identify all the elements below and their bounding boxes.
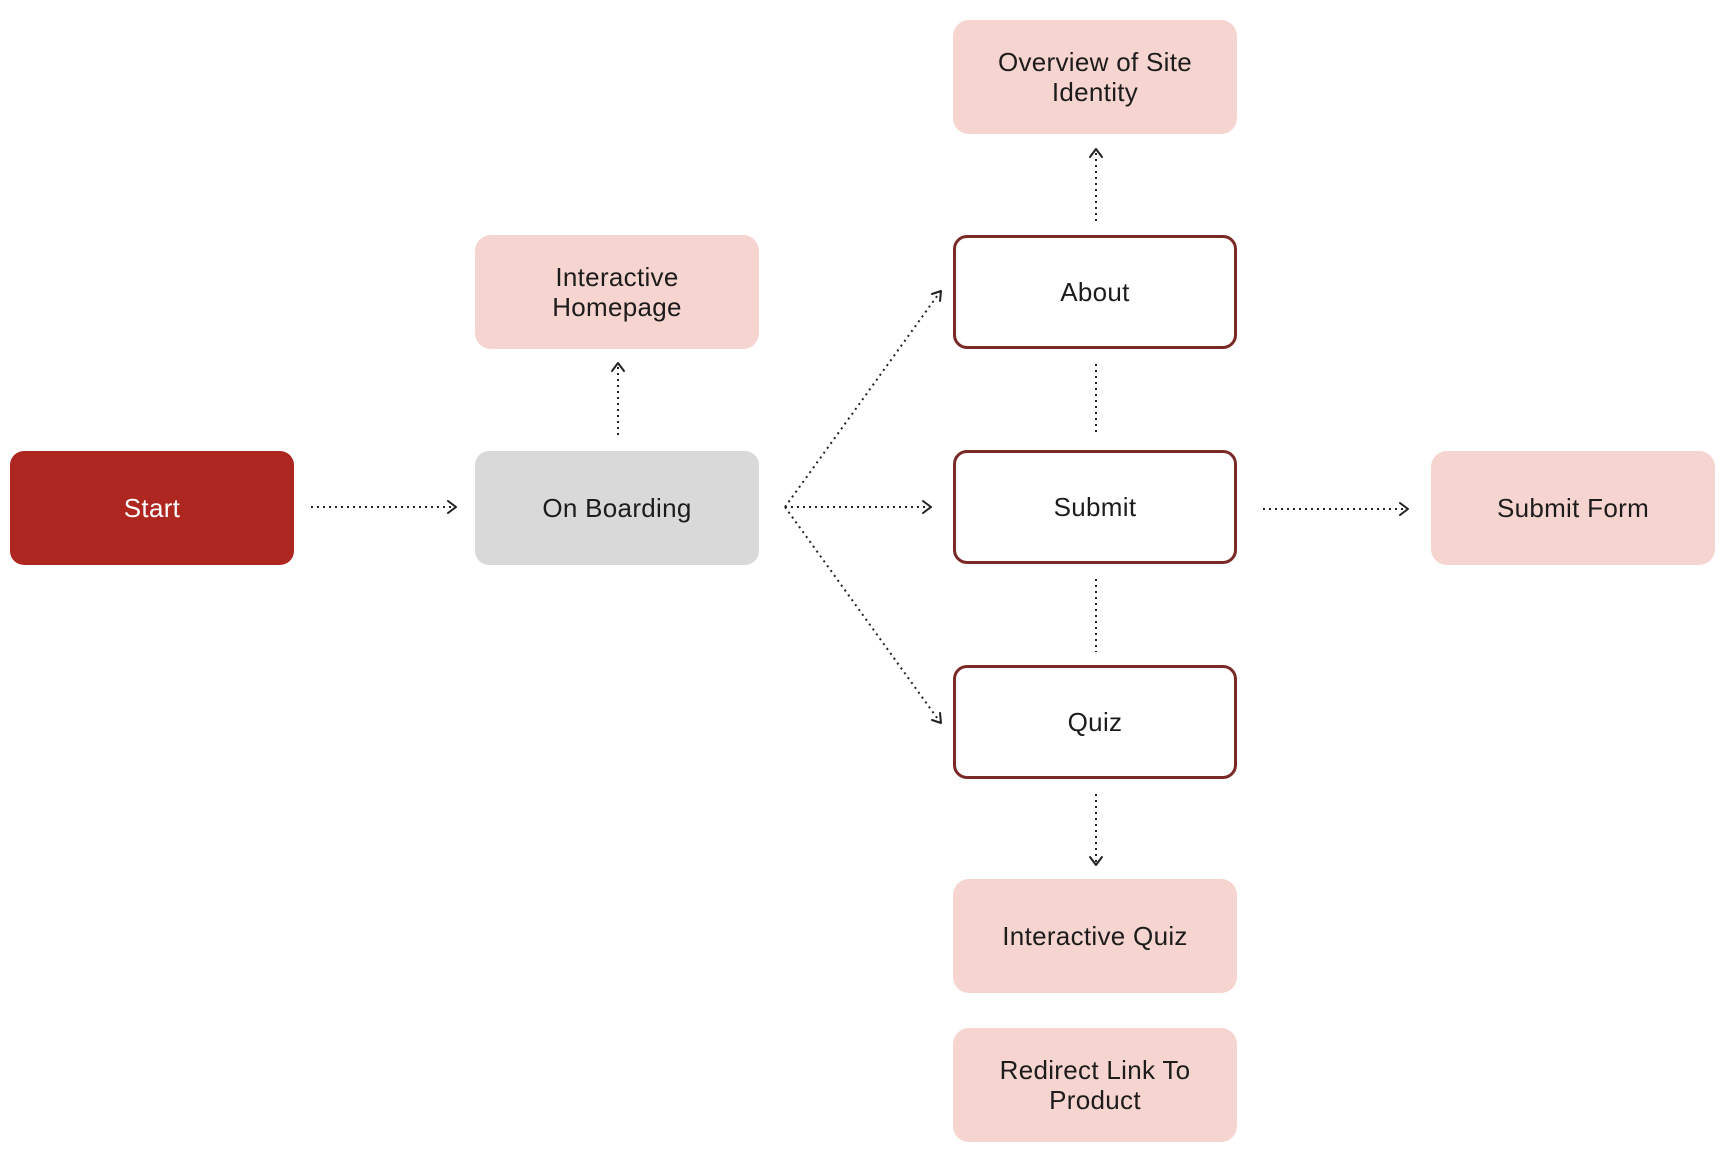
- arrowhead-overview: [1089, 148, 1103, 158]
- interactive-homepage-label: Interactive Homepage: [552, 262, 682, 322]
- connector-onboarding-about: [784, 291, 941, 508]
- on-boarding-label: On Boarding: [542, 493, 692, 523]
- quiz-node: Quiz: [953, 665, 1237, 779]
- interactive-homepage-node: Interactive Homepage: [475, 235, 759, 349]
- interactive-quiz-label: Interactive Quiz: [1002, 921, 1188, 951]
- redirect-node: Redirect Link To Product: [953, 1028, 1237, 1142]
- connector-onboarding-quiz: [784, 506, 941, 723]
- arrowhead-submit: [922, 500, 932, 514]
- on-boarding-node: On Boarding: [475, 451, 759, 565]
- submit-form-label: Submit Form: [1496, 493, 1650, 523]
- submit-node: Submit: [953, 450, 1237, 564]
- arrowhead-about: [931, 290, 942, 302]
- submit-label: Submit: [1053, 492, 1137, 522]
- quiz-label: Quiz: [1067, 707, 1123, 737]
- about-node: About: [953, 235, 1237, 349]
- arrowhead-quiz: [931, 712, 942, 724]
- overview-label: Overview of Site Identity: [997, 47, 1193, 107]
- start-node: Start: [10, 451, 294, 565]
- arrowhead-interactive-quiz: [1089, 856, 1103, 866]
- start-label: Start: [123, 493, 181, 523]
- arrowhead-homepage: [611, 362, 625, 372]
- arrowhead-onboarding: [447, 500, 457, 514]
- submit-form-node: Submit Form: [1431, 451, 1715, 565]
- arrowhead-submit-form: [1399, 502, 1409, 516]
- about-label: About: [1060, 277, 1130, 307]
- overview-node: Overview of Site Identity: [953, 20, 1237, 134]
- interactive-quiz-node: Interactive Quiz: [953, 879, 1237, 993]
- redirect-label: Redirect Link To Product: [999, 1055, 1191, 1115]
